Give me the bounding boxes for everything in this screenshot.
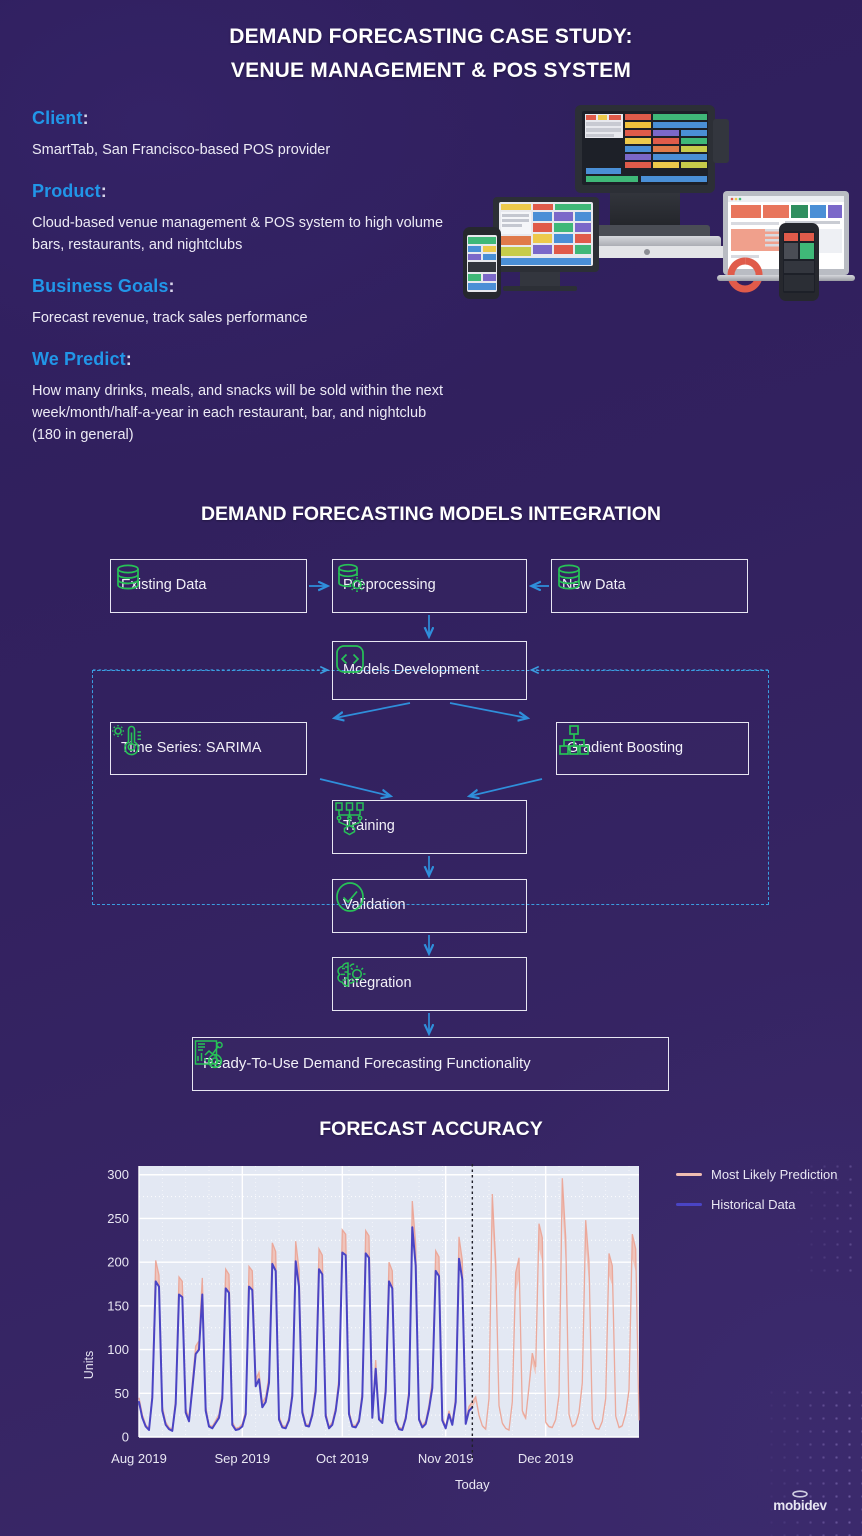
chart-section-title: FORECAST ACCURACY (319, 1118, 543, 1140)
legend-swatch-historical (676, 1202, 702, 1206)
case-study-info: Client: SmartTab, San Francisco-based PO… (32, 108, 452, 446)
chart-xtick: Oct 2019 (316, 1451, 369, 1466)
info-heading-text: Client (32, 108, 83, 128)
info-block-business-goals: Business Goals: Forecast revenue, track … (32, 276, 452, 329)
info-heading-colon: : (100, 181, 107, 202)
page-title-line-1: DEMAND FORECASTING CASE STUDY: (229, 25, 633, 48)
flow-node-label: Gradient Boosting (567, 739, 684, 756)
info-block-we-predict: We Predict: How many drinks, meals, and … (32, 349, 452, 446)
flow-node-label: Ready-To-Use Demand Forecasting Function… (203, 1054, 531, 1072)
info-heading-colon: : (82, 108, 89, 128)
info-heading-we-predict: We Predict: (32, 349, 452, 370)
info-heading-colon: : (125, 349, 132, 370)
chart-series (138, 1178, 640, 1432)
chart-ytick: 150 (107, 1298, 129, 1313)
chart-xtick: Sep 2019 (214, 1451, 270, 1466)
flow-node-label: Training (343, 818, 395, 835)
info-heading-business-goals: Business Goals: (32, 276, 452, 297)
flow-node-new-data[interactable]: New Data (551, 559, 748, 613)
database-icon (558, 564, 580, 590)
info-block-client: Client: SmartTab, San Francisco-based PO… (32, 108, 452, 161)
legend-label-historical: Historical Data (711, 1196, 796, 1212)
chart-xtick: Aug 2019 (111, 1451, 167, 1466)
flow-node-time-series-sarima[interactable]: Time Series: SARIMA (110, 722, 307, 775)
chart-ytick: 300 (107, 1167, 129, 1182)
legend-label-prediction: Most Likely Prediction (711, 1167, 838, 1182)
flow-node-label: Validation (343, 897, 406, 914)
info-heading-product: Product: (32, 181, 452, 202)
flow-node-label: Existing Data (121, 577, 207, 594)
flow-node-label: Integration (343, 975, 412, 992)
flow-node-training[interactable]: Training (332, 800, 527, 854)
smartphone-left (463, 227, 501, 299)
chart-xtick: Dec 2019 (518, 1451, 574, 1466)
pos-terminal (565, 105, 730, 258)
smartphone-right (779, 223, 819, 301)
flow-node-models-development[interactable]: Models Development (332, 641, 527, 700)
info-heading-text: Business Goals (32, 276, 169, 297)
chart-legend: Most Likely Prediction Historical Data (676, 1166, 846, 1226)
info-body-business-goals: Forecast revenue, track sales performanc… (32, 310, 308, 327)
flow-node-existing-data[interactable]: Existing Data (110, 559, 307, 613)
chart-ytick: 100 (107, 1342, 129, 1357)
legend-entry-historical: Historical Data (676, 1196, 846, 1214)
legend-swatch-prediction (676, 1173, 702, 1176)
flow-node-label: Time Series: SARIMA (121, 739, 262, 756)
flow-node-label: Preprocessing (343, 577, 436, 594)
historical-line (138, 1226, 474, 1432)
page-title-line-2: VENUE MANAGEMENT & POS SYSTEM (230, 59, 632, 83)
mobidev-logo: mobidev (760, 1488, 840, 1514)
dashboard-chart-icon (194, 1040, 223, 1069)
info-heading-text: Product (32, 181, 101, 202)
chart-xlabel: Today (455, 1477, 490, 1492)
code-brackets-icon (336, 645, 364, 673)
neural-network-icon (335, 802, 364, 836)
flow-diagram: Existing Data Preprocessing New Data Mod… (0, 545, 862, 1095)
info-block-product: Product: Cloud-based venue management & … (32, 181, 452, 256)
svg-text:mobidev: mobidev (773, 1498, 827, 1513)
info-heading-client: Client: (32, 108, 452, 129)
legend-entry-prediction: Most Likely Prediction (676, 1166, 846, 1184)
chart-ylabel: Units (82, 1351, 96, 1379)
thermometer-gear-icon (112, 725, 141, 756)
page-title: DEMAND FORECASTING CASE STUDY: VENUE MAN… (0, 20, 862, 88)
flow-node-validation[interactable]: Validation (332, 879, 527, 933)
chart-ytick: 200 (107, 1255, 129, 1270)
flow-node-gradient-boosting[interactable]: Gradient Boosting (556, 722, 749, 775)
chart-ytick: 50 (115, 1386, 129, 1401)
flow-node-ready-to-use[interactable]: Ready-To-Use Demand Forecasting Function… (192, 1037, 669, 1091)
info-body-we-predict: How many drinks, meals, and snacks will … (32, 383, 444, 444)
info-body-client: SmartTab, San Francisco-based POS provid… (32, 142, 331, 158)
flow-node-integration[interactable]: Integration (332, 957, 527, 1011)
info-body-product: Cloud-based venue management & POS syste… (32, 215, 444, 254)
chart-ytick: 0 (122, 1430, 129, 1445)
chart-xtick: Nov 2019 (418, 1451, 474, 1466)
flow-node-preprocessing[interactable]: Preprocessing (332, 559, 527, 613)
brain-gear-icon (337, 962, 366, 987)
info-heading-text: We Predict (32, 349, 126, 370)
secondary-monitor (493, 197, 599, 291)
tree-hierarchy-icon (559, 725, 589, 755)
database-gear-icon (338, 563, 365, 592)
info-heading-colon: : (168, 276, 175, 297)
pos-devices-photo (455, 105, 855, 320)
chart-ytick: 250 (107, 1211, 129, 1226)
database-icon (117, 564, 139, 590)
flow-node-label: Models Development (343, 661, 480, 678)
flow-section-title: DEMAND FORECASTING MODELS INTEGRATION (200, 503, 662, 525)
check-circle-icon (336, 882, 364, 912)
